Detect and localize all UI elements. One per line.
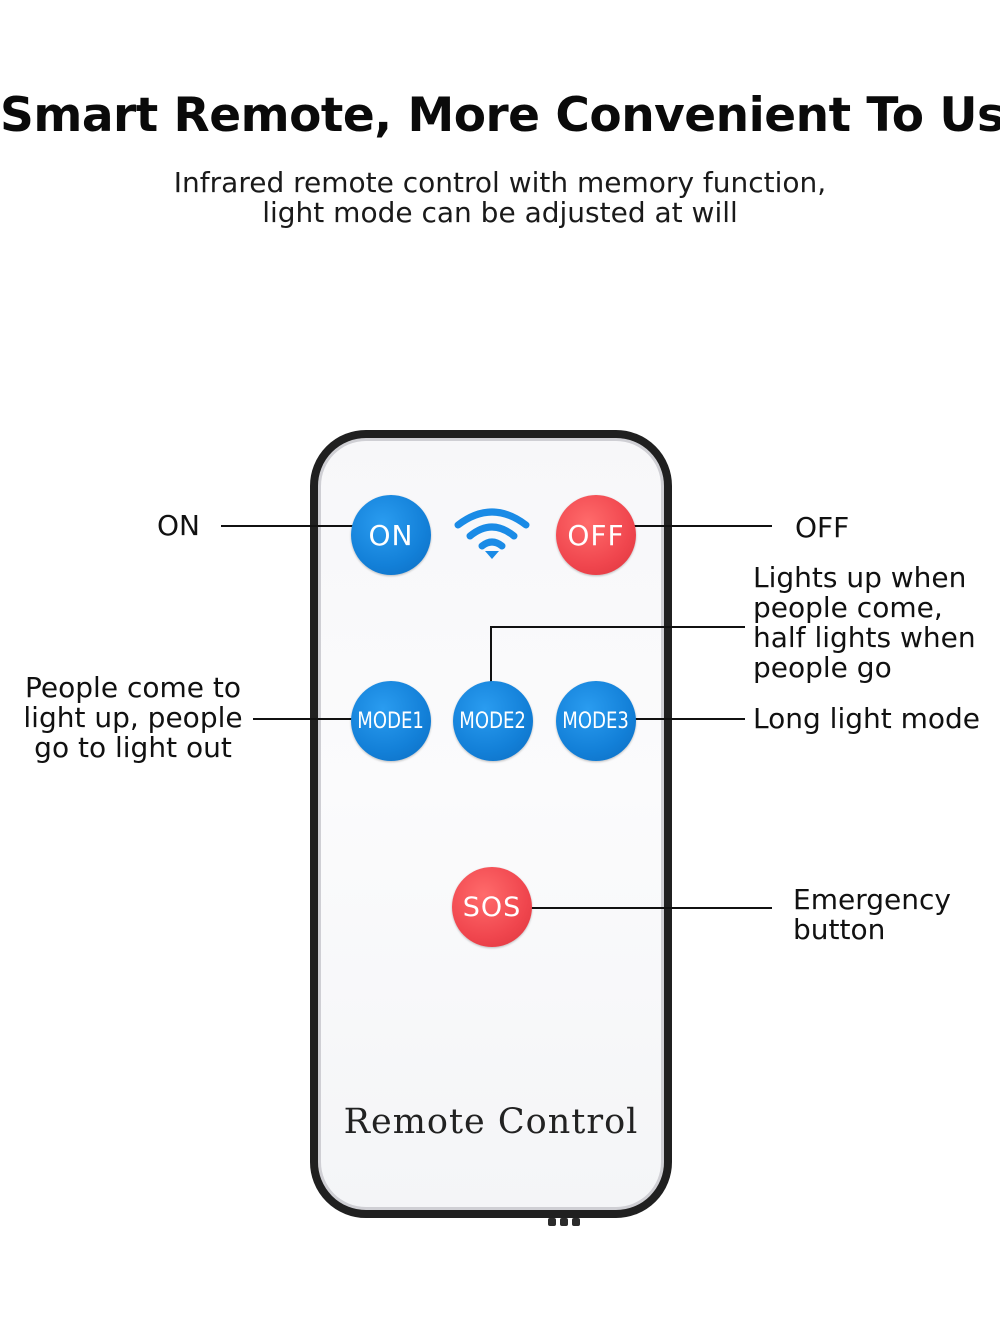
callout-mode1-line: go to light out	[34, 731, 232, 764]
mode3-button-label: MODE3	[562, 708, 630, 734]
mode1-button[interactable]: MODE1	[351, 681, 431, 761]
subtitle-line-1: Infrared remote control with memory func…	[173, 166, 827, 199]
mode2-button-label: MODE2	[459, 708, 527, 734]
callout-sos: Emergency button	[793, 885, 951, 945]
mode2-button[interactable]: MODE2	[453, 681, 533, 761]
mode1-button-label: MODE1	[357, 708, 425, 734]
callout-mode1: People come to light up, people go to li…	[20, 673, 246, 763]
sos-button[interactable]: SOS	[452, 867, 532, 947]
mode3-button[interactable]: MODE3	[556, 681, 636, 761]
callout-mode1-line: People come to	[25, 671, 241, 704]
callout-mode2-line: people go	[753, 651, 892, 684]
sos-button-label: SOS	[462, 891, 522, 923]
callout-mode3: Long light mode	[753, 702, 981, 735]
off-button[interactable]: OFF	[556, 495, 636, 575]
callout-mode2-line: people come,	[753, 591, 943, 624]
callout-mode2: Lights up when people come, half lights …	[753, 563, 976, 683]
callout-mode2-line: Lights up when	[753, 561, 967, 594]
callout-line-mode2	[490, 626, 745, 686]
on-button[interactable]: ON	[351, 495, 431, 575]
callout-mode2-line: half lights when	[753, 621, 976, 654]
remote-bottom-tabs	[548, 1218, 588, 1228]
off-button-label: OFF	[567, 518, 625, 552]
page-title: Smart Remote, More Convenient To Use	[0, 88, 1000, 143]
on-button-label: ON	[368, 518, 414, 552]
callout-sos-line: Emergency	[793, 883, 951, 916]
remote-control-label: Remote Control	[343, 1102, 639, 1142]
callout-mode1-line: light up, people	[23, 701, 243, 734]
wifi-signal-icon	[454, 508, 530, 559]
callout-on: ON	[157, 509, 200, 542]
callout-off: OFF	[795, 511, 850, 544]
subtitle-line-2: light mode can be adjusted at will	[262, 196, 738, 229]
callout-sos-line: button	[793, 913, 886, 946]
